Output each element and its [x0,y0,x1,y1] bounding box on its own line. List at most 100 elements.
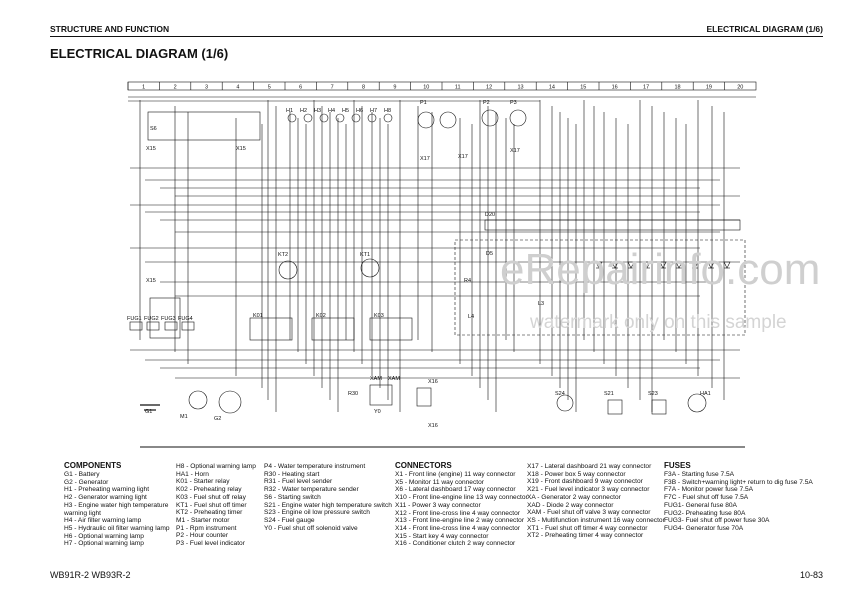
legend-item: X12 - Front line-cross line 4 way connec… [395,509,520,517]
column-number: 4 [236,85,239,91]
component-label: XAM [370,376,382,382]
legend-item: M1 - Starter motor [176,516,230,524]
component-label: P3 [510,100,517,106]
column-number: 10 [423,85,429,91]
component-label: G2 [214,416,221,422]
fuse-label: FUG4 [178,316,193,322]
legend-item: KT2 - Preheating timer [176,509,243,517]
column-number: 2 [174,85,177,91]
connectors-legend-col2: X17 - Lateral dashboard 21 way connector… [527,463,665,540]
component-label: R4 [464,278,471,284]
legend-item: X10 - Front line-engine line 13 way conn… [395,494,528,502]
legend-item: K03 - Fuel shut off relay [176,493,246,501]
component-label: X15 [236,146,246,152]
starting-switch-s6 [147,111,261,141]
legend-item: HA1 - Horn [176,470,209,478]
watermark-main: eRepairinfo.com [500,245,821,294]
legend-item: X13 - Front line-engine line 2 way conne… [395,517,525,525]
component-label: X16 [428,423,438,429]
component-label: KT1 [360,252,370,258]
components-heading: COMPONENTS [64,461,122,470]
legend-item: H1 - Preheating warning light [64,486,150,494]
footer-page-number: 10-83 [799,570,823,580]
fuse-label: FUG2 [144,316,159,322]
component-label: D20 [485,212,495,218]
legend-item: FUG1- General fuse 80A [664,501,737,509]
component-label: R30 [348,391,358,397]
page-header: STRUCTURE AND FUNCTION ELECTRICAL DIAGRA… [50,20,823,37]
instrument-p3 [509,109,527,127]
legend-item: P4 - Water temperature instrument [264,463,366,470]
instrument-p2 [481,109,499,127]
column-number: 7 [331,85,334,91]
component-label: G1 [145,409,152,415]
lamp-label: H7 [370,108,377,114]
legend-item: H2 - Generator warning light [64,494,147,502]
header-section-title: STRUCTURE AND FUNCTION [50,24,170,34]
column-number: 8 [362,85,365,91]
legend-item: F7C - Fuel shut off fuse 7.5A [664,494,749,502]
component-label: X17 [458,154,468,160]
component-label: S6 [150,126,157,132]
legend-item: X21 - Fuel level indicator 3 way connect… [527,486,650,494]
lamp-label: H6 [356,108,363,114]
lamp-label: H4 [328,108,335,114]
watermark-sub: watermark only on this sample [530,312,787,333]
column-number: 9 [393,85,396,91]
legend-item: FUG4- Generator fuse 70A [664,524,744,532]
component-label: K01 [253,313,263,319]
legend-item: S6 - Starting switch [264,493,321,501]
component-label: P1 [420,100,427,106]
legend-item: P3 - Fuel level indicator [176,540,245,548]
generator-g2 [218,390,242,414]
legend-item: K01 - Starter relay [176,478,230,486]
header-diagram-title: ELECTRICAL DIAGRAM (1/6) [706,24,824,34]
lamp-label: H3 [314,108,321,114]
fuse-label: FUG3 [161,316,176,322]
legend-item: H6 - Optional warning lamp [64,532,144,540]
column-number: 6 [299,85,302,91]
column-number: 5 [268,85,271,91]
column-number: 1 [142,85,145,91]
component-label: X15 [146,146,156,152]
legend-item: X16 - Conditioner clutch 2 way connector [395,540,516,548]
legend-item: K02 - Preheating relay [176,486,242,494]
timer-kt1 [360,258,380,278]
legend-item: H3 - Engine water high temperature [64,501,169,509]
column-number: 13 [517,85,523,91]
component-label: S23 [648,391,658,397]
legend-item: F7A - Monitor power fuse 7.5A [664,486,754,494]
relay-k02 [311,317,355,341]
component-label: K03 [374,313,384,319]
horn-ha1 [687,393,707,413]
component-label: Y0 [374,409,381,415]
legend-item: X11 - Power 3 way connector [395,501,481,509]
component-label: L3 [538,301,544,307]
legend-item: F3A - Starting fuse 7.5A [664,471,735,478]
lamp-label: H2 [300,108,307,114]
legend-item: X19 - Front dashboard 9 way connector [527,478,643,486]
connectors-legend-col1: CONNECTORS X1 - Front line (engine) 11 w… [395,461,528,548]
legend-item: XAM - Fuel shut off valve 3 way connecto… [527,509,651,517]
legend-item: XT1 - Fuel shut off timer 4 way connecto… [527,524,648,532]
component-label: KT2 [278,252,288,258]
fuse-label: FUG1 [127,316,142,322]
legend-item: Y0 - Fuel shut off solenoid valve [264,524,358,532]
component-label: X15 [146,278,156,284]
component-label: S21 [604,391,614,397]
legend-item: S24 - Fuel gauge [264,516,315,524]
relay-k03 [369,317,413,341]
legend-item: R30 - Heating start [264,470,320,478]
legend-item: FUG2- Preheating fuse 80A [664,509,746,517]
component-label: P2 [483,100,490,106]
column-number: 11 [455,85,461,91]
lamp-label: H8 [384,108,391,114]
legend-item: H8 - Optional warning lamp [176,463,256,470]
column-number: 18 [674,85,680,91]
legend-item: X14 - Front line-cross line 4 way connec… [395,524,520,532]
